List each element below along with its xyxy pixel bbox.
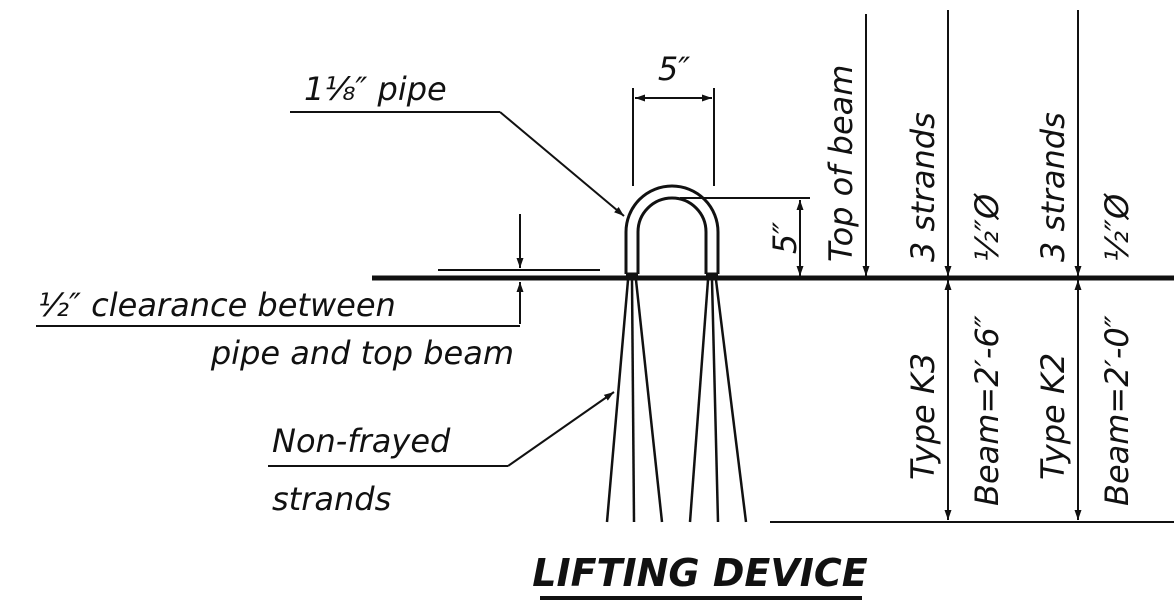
beam-type-k3: 3 strands ½″Ø Type K3 Beam=2′-6″ [904, 10, 1006, 520]
clearance-label-line2: pipe and top beam [210, 334, 514, 372]
loop-height-label: 5″ [766, 222, 804, 254]
beam-type-k2: 3 strands ½″Ø Type K2 Beam=2′-0″ [1034, 10, 1136, 520]
clearance-label-line1: ½″ clearance between [38, 286, 396, 324]
pipe-width-label: 5″ [658, 50, 690, 88]
pipe-loop [624, 184, 720, 276]
pipe-width-dimension [632, 88, 715, 186]
k3-strands-label: 3 strands [904, 112, 942, 262]
k3-beam-label: Beam=2′-6″ [968, 315, 1006, 506]
k3-strand-size-label: ½″Ø [968, 193, 1006, 262]
k2-beam-label: Beam=2′-0″ [1098, 315, 1136, 506]
strands-label-line2: strands [272, 480, 391, 518]
pipe-size-label: 1⅛″ pipe [304, 70, 447, 108]
k3-type-label: Type K3 [904, 353, 942, 480]
k2-strands-label: 3 strands [1034, 112, 1072, 262]
diagram-title: LIFTING DEVICE [532, 551, 868, 595]
pipe-leader-arrow [499, 111, 625, 217]
strands-label-line1: Non-frayed [272, 422, 451, 460]
clearance-dimension [438, 214, 600, 324]
strands-leader-arrow [507, 391, 615, 467]
top-of-beam-label: Top of beam [822, 65, 860, 262]
k2-strand-size-label: ½″Ø [1098, 193, 1136, 262]
strands [605, 279, 748, 523]
loop-height-dimension [680, 197, 810, 276]
k2-type-label: Type K2 [1034, 353, 1072, 480]
